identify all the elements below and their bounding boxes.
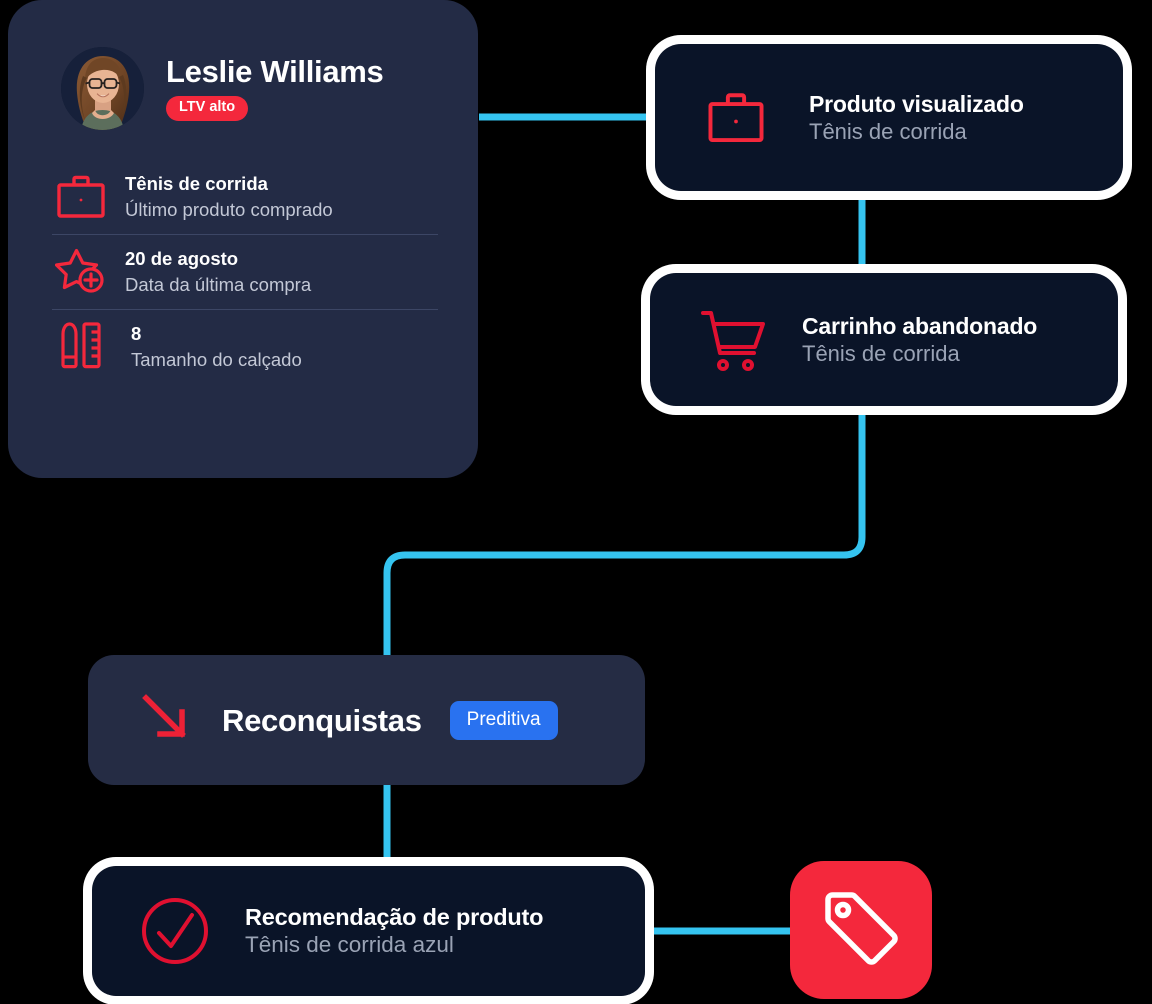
card-title: Carrinho abandonado <box>802 312 1038 339</box>
stat-label: Data da última compra <box>125 273 312 295</box>
preditiva-badge[interactable]: Preditiva <box>449 700 558 740</box>
stat-label: Tamanho do calçado <box>131 348 302 370</box>
profile-stats-list: Tênis de corrida Último produto comprado… <box>52 160 438 384</box>
card-subtitle: Tênis de corrida azul <box>245 932 454 958</box>
price-tag-icon <box>818 885 904 976</box>
avatar <box>61 47 144 130</box>
ltv-badge: LTV alto <box>166 96 249 121</box>
profile-header: Leslie Williams LTV alto <box>8 0 478 130</box>
card-title: Produto visualizado <box>809 90 1024 117</box>
shopping-cart-icon <box>698 305 770 375</box>
stat-label: Último produto comprado <box>125 198 333 220</box>
stat-row-shoe-size[interactable]: 8 Tamanho do calçado <box>52 309 438 384</box>
stat-row-last-product[interactable]: Tênis de corrida Último produto comprado <box>52 160 438 234</box>
briefcase-icon <box>707 91 765 145</box>
stat-value: 8 <box>131 323 142 345</box>
card-subtitle: Tênis de corrida <box>809 118 967 144</box>
star-plus-icon <box>54 246 108 298</box>
price-tag-tile[interactable] <box>790 861 932 999</box>
pencil-ruler-icon <box>54 321 108 373</box>
profile-identity: Leslie Williams LTV alto <box>166 54 384 121</box>
card-title: Recomendação de produto <box>245 903 544 930</box>
card-text-block: Carrinho abandonado Tênis de corrida <box>802 312 1037 368</box>
stat-row-last-purchase-date[interactable]: 20 de agosto Data da última compra <box>52 234 438 309</box>
event-card-product-viewed[interactable]: Produto visualizado Tênis de corrida <box>655 44 1123 191</box>
customer-profile-card[interactable]: Leslie Williams LTV alto Tênis de corrid… <box>8 0 478 478</box>
arrow-down-right-icon <box>138 690 194 751</box>
card-text-block: Produto visualizado Tênis de corrida <box>809 90 1024 146</box>
event-card-product-recommendation[interactable]: Recomendação de produto Tênis de corrida… <box>92 866 645 996</box>
stat-value: Tênis de corrida <box>125 173 268 195</box>
briefcase-icon <box>54 171 108 223</box>
card-title: Reconquistas <box>222 702 422 738</box>
event-card-reconquistas[interactable]: Reconquistas Preditiva <box>88 655 645 785</box>
event-card-abandoned-cart[interactable]: Carrinho abandonado Tênis de corrida <box>650 273 1118 406</box>
stat-value: 20 de agosto <box>125 248 239 270</box>
card-text-block: Recomendação de produto Tênis de corrida… <box>245 903 544 960</box>
check-circle-icon <box>139 895 211 967</box>
profile-name: Leslie Williams <box>166 54 384 90</box>
card-subtitle: Tênis de corrida <box>802 340 960 366</box>
